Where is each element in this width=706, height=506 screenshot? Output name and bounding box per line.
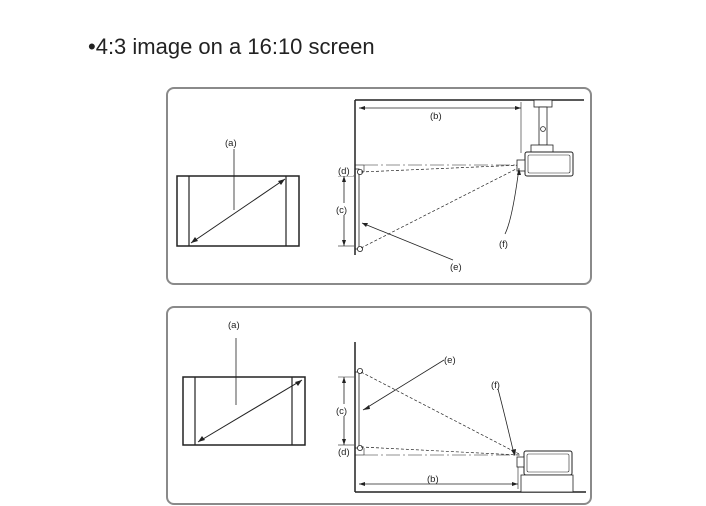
screen	[354, 168, 360, 250]
arrowhead	[515, 106, 521, 110]
arrowhead	[342, 240, 346, 246]
label-a: (a)	[225, 138, 237, 149]
label-background	[337, 446, 353, 457]
leader-line	[362, 359, 445, 411]
arrowhead	[359, 482, 365, 486]
label-d: (d)	[338, 447, 350, 458]
mount-joint	[540, 126, 546, 132]
label-f: (f)	[491, 380, 500, 391]
label-a: (a)	[228, 320, 240, 331]
projector-lens	[516, 159, 526, 172]
ceiling-mount-diagram: (a) (b) (c) (d)	[166, 87, 592, 285]
arrowhead	[511, 449, 516, 456]
screen-frame	[182, 376, 306, 446]
label-d: (d)	[338, 166, 350, 177]
arrowhead	[191, 237, 198, 243]
screen-bottom-marker	[356, 444, 363, 451]
mount-base	[533, 99, 553, 108]
arrowhead	[359, 106, 365, 110]
arrowhead	[198, 436, 205, 442]
projection-ray	[360, 446, 520, 456]
label-e: (e)	[450, 262, 462, 273]
projection-ray	[360, 165, 523, 249]
projector-lens	[516, 456, 525, 468]
arrowhead	[342, 439, 346, 445]
arrowhead	[512, 482, 518, 486]
arrowhead	[278, 179, 285, 185]
screen	[354, 371, 360, 449]
mount-pole	[538, 106, 548, 146]
table-mount-drawing: (a) (c) (d) (b)	[182, 320, 586, 493]
arrowhead	[342, 176, 346, 182]
label-e: (e)	[444, 355, 456, 366]
screen-top-marker	[356, 368, 363, 375]
diagonal-arrow	[197, 379, 303, 443]
table-mount-diagram: (a) (c) (d) (b)	[166, 306, 592, 505]
projector-body	[524, 151, 574, 177]
projection-ray	[360, 164, 523, 173]
leader-line	[504, 167, 520, 235]
ceiling-mount-drawing: (a) (b) (c) (d)	[176, 99, 584, 273]
arrowhead	[295, 380, 302, 386]
leader-line	[497, 388, 515, 455]
screen-frame	[176, 175, 300, 247]
label-background	[337, 165, 353, 176]
projector-shell	[526, 453, 570, 473]
leader-line	[361, 222, 454, 261]
projector-shell	[527, 154, 571, 174]
label-background	[336, 404, 351, 416]
arrowhead	[342, 377, 346, 383]
arrowhead	[362, 223, 368, 227]
page-title: •4:3 image on a 16:10 screen	[88, 34, 375, 59]
screen-bottom-marker	[356, 245, 363, 252]
arrowhead	[363, 405, 370, 410]
arrowhead	[517, 168, 521, 175]
label-background	[336, 203, 351, 215]
label-c: (c)	[336, 406, 347, 417]
label-b: (b)	[430, 111, 442, 122]
label-b: (b)	[427, 474, 439, 485]
mount-bracket	[530, 144, 554, 153]
projector-body	[523, 450, 573, 476]
projector-stand	[520, 474, 574, 493]
label-c: (c)	[336, 205, 347, 216]
diagonal-arrow	[190, 178, 286, 244]
label-f: (f)	[499, 239, 508, 250]
